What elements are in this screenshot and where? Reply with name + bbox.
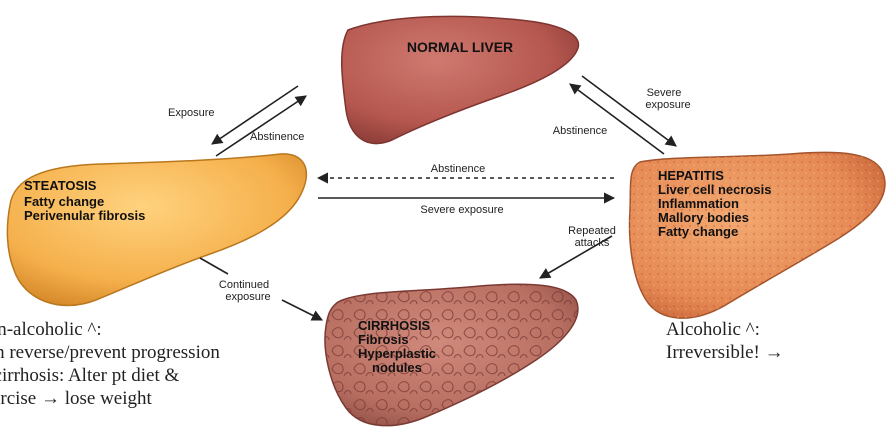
non-alcoholic-note-line: exercise → lose weight xyxy=(0,388,152,409)
label-severe-exposure-right: Severe xyxy=(647,87,682,99)
arrow-abstinence-to-normal-left xyxy=(216,96,306,156)
label-continued-exposure: exposure xyxy=(225,291,270,303)
hepatitis-line: Liver cell necrosis xyxy=(658,182,771,197)
label-repeated-attacks: Repeated xyxy=(568,225,616,237)
normal-liver-shape xyxy=(342,16,579,143)
label-abstinence-left: Abstinence xyxy=(250,131,304,143)
hepatitis-line: Mallory bodies xyxy=(658,210,749,225)
alcoholic-note: Alcoholic ^: Irreversible! → xyxy=(666,318,784,364)
arrow-continued-exposure-a xyxy=(200,258,228,274)
alcoholic-note-line: Alcoholic ^: xyxy=(666,319,760,340)
steatosis-title: STEATOSIS xyxy=(24,178,97,193)
non-alcoholic-note: Non-alcoholic ^: Can reverse/prevent pro… xyxy=(0,318,220,410)
cirrhosis-line: Hyperplastic xyxy=(358,346,436,361)
non-alcoholic-note-line: to cirrhosis: Alter pt diet & xyxy=(0,365,179,386)
steatosis-line: Perivenular fibrosis xyxy=(24,208,145,223)
alcoholic-note-line: Irreversible! → xyxy=(666,342,784,363)
cirrhosis-line: Fibrosis xyxy=(358,332,409,347)
non-alcoholic-note-line: Can reverse/prevent progression xyxy=(0,342,220,363)
label-repeated-attacks: attacks xyxy=(575,237,610,249)
steatosis-line: Fatty change xyxy=(24,194,104,209)
label-severe-exposure-right: exposure xyxy=(645,99,690,111)
cirrhosis-title: CIRRHOSIS xyxy=(358,318,431,333)
cirrhosis-liver: CIRRHOSIS Fibrosis Hyperplastic nodules xyxy=(325,284,578,425)
label-exposure: Exposure xyxy=(168,107,214,119)
hepatitis-line: Fatty change xyxy=(658,224,738,239)
normal-liver-title: NORMAL LIVER xyxy=(407,39,513,55)
hepatitis-liver: HEPATITIS Liver cell necrosis Inflammati… xyxy=(630,152,885,318)
cirrhosis-line: nodules xyxy=(372,360,422,375)
hepatitis-title: HEPATITIS xyxy=(658,168,724,183)
normal-liver: NORMAL LIVER xyxy=(342,16,579,143)
label-severe-exposure-middle: Severe exposure xyxy=(420,204,503,216)
arrow-continued-exposure-b xyxy=(282,300,322,320)
label-abstinence-middle: Abstinence xyxy=(431,163,485,175)
label-abstinence-right: Abstinence xyxy=(553,125,607,137)
hepatitis-line: Inflammation xyxy=(658,196,739,211)
non-alcoholic-note-line: Non-alcoholic ^: xyxy=(0,319,102,340)
label-continued-exposure: Continued xyxy=(219,279,269,291)
